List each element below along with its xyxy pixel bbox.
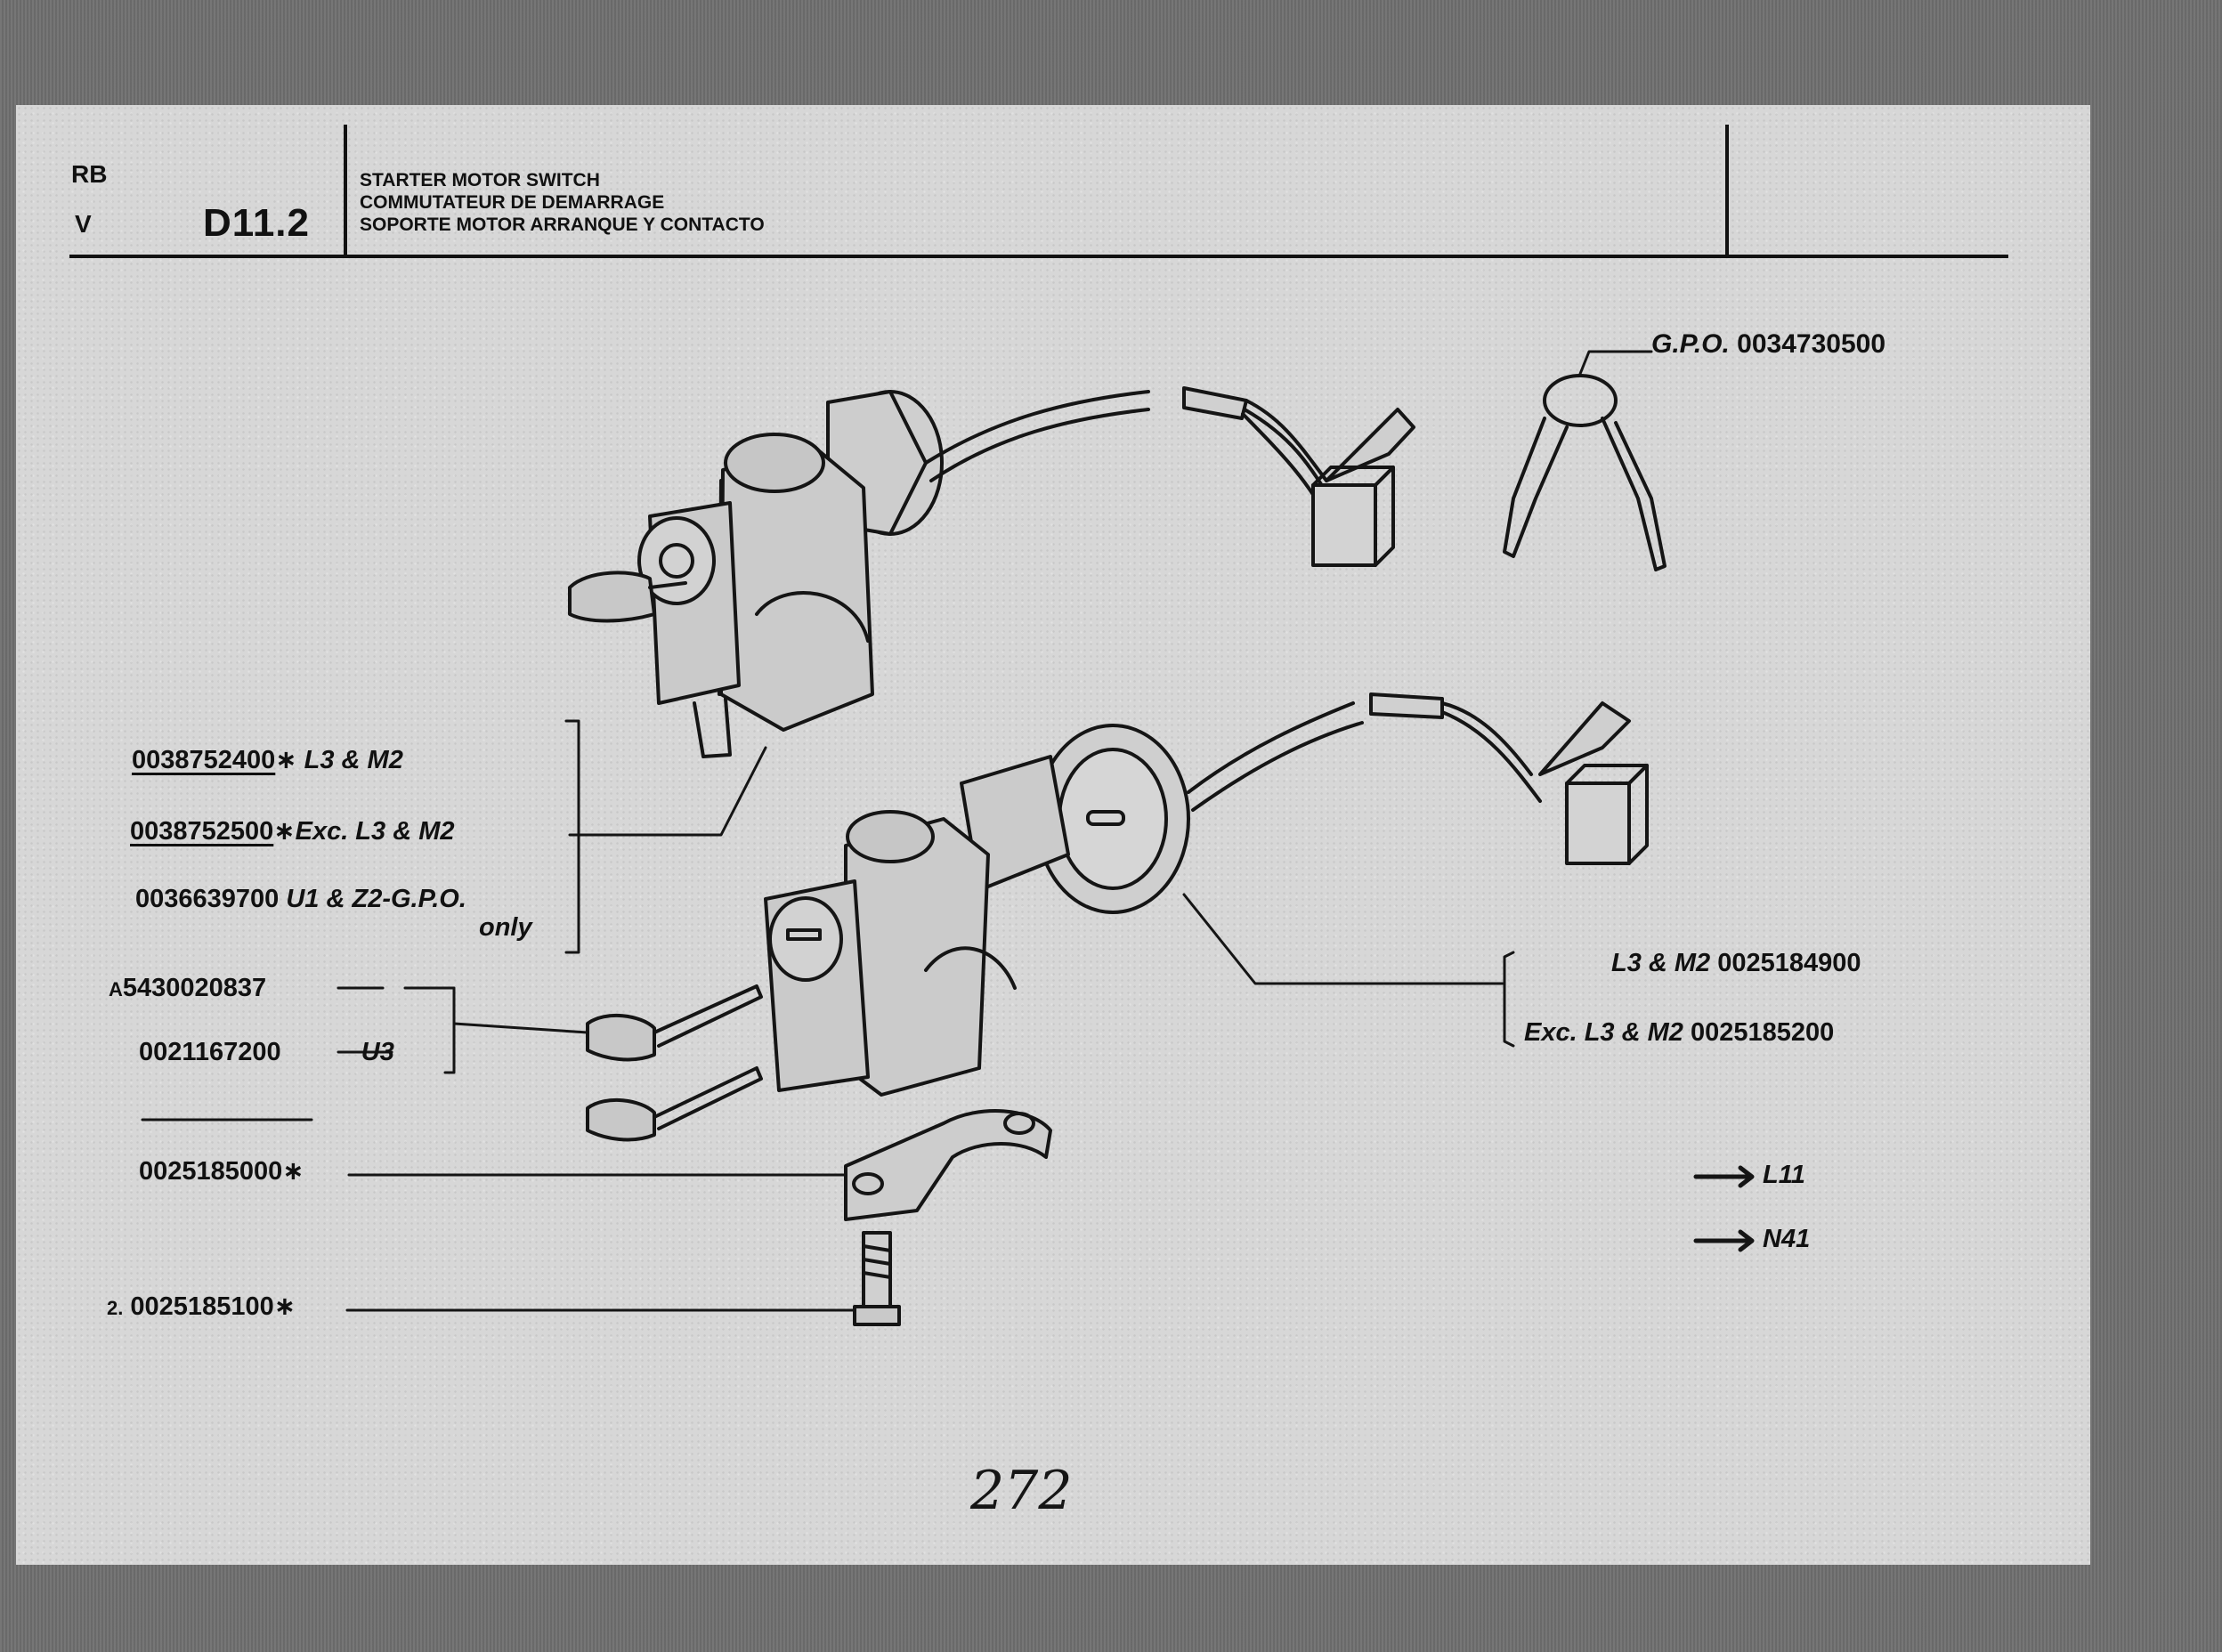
title-en: STARTER MOTOR SWITCH [360, 170, 600, 190]
header-v: V [75, 210, 92, 238]
row3-note: U1 & Z2-G.P.O. [286, 885, 466, 913]
title-es: SOPORTE MOTOR ARRANQUE Y CONTACTO [360, 215, 765, 235]
left-label-row2: 0038752500∗Exc. L3 & M2 [130, 815, 455, 846]
part-number-0038752500: 0038752500 [130, 817, 274, 846]
header-divider-right [1725, 125, 1729, 256]
title-fr: COMMUTATEUR DE DEMARRAGE [360, 192, 665, 213]
part-number-0025185000: 0025185000 [139, 1157, 283, 1186]
section-code: D11.2 [203, 201, 310, 245]
part-number-0038752400: 0038752400 [132, 746, 276, 774]
row5-note: U3 [361, 1038, 394, 1066]
upper-switch-assembly [637, 386, 1415, 758]
row4-prefix: A [109, 978, 123, 1000]
right-label-row2: Exc. L3 & M2 0025185200 [1524, 1018, 1834, 1048]
part-number-0021167200: 0021167200 [139, 1038, 281, 1066]
section-title: STARTER MOTOR SWITCH COMMUTATEUR DE DEMA… [360, 169, 765, 236]
right-label-row1: L3 & M2 0025184900 [1611, 949, 1861, 978]
left-label-row1: 0038752400∗ L3 & M2 [132, 744, 403, 775]
keyring-prefix: G.P.O. [1651, 329, 1730, 359]
ref-arrows [1693, 1165, 1755, 1252]
left-label-row3-only: only [479, 913, 532, 942]
row7-note: ∗ [273, 1292, 296, 1321]
right-row2-note: Exc. L3 & M2 [1524, 1018, 1683, 1047]
right-row1-note: L3 & M2 [1611, 949, 1711, 977]
row7-prefix: 2. [107, 1297, 124, 1319]
header-rule [69, 255, 2008, 258]
keyring-label: G.P.O. 0034730500 [1651, 329, 1885, 360]
ref-n41: N41 [1763, 1225, 1811, 1253]
upper-key [568, 571, 687, 623]
clamp-bracket [844, 1109, 1052, 1221]
ref-l11: L11 [1763, 1161, 1805, 1189]
loose-key-2 [586, 1066, 763, 1142]
part-number-0025185100: 0025185100 [130, 1292, 274, 1321]
keyring-part-number: 0034730500 [1737, 329, 1886, 359]
left-label-row6: 0025185000∗ [139, 1155, 304, 1186]
row2-note: ∗Exc. L3 & M2 [273, 817, 455, 846]
left-label-row7: 2. 0025185100∗ [107, 1291, 296, 1322]
loose-key-1 [586, 984, 763, 1062]
left-label-row3: 0036639700 U1 & Z2-G.P.O. [135, 885, 466, 914]
row1-note: ∗ L3 & M2 [275, 746, 403, 774]
key-ring-set [1503, 374, 1666, 571]
part-number-0025184900: 0025184900 [1717, 949, 1861, 977]
part-number-0036639700: 0036639700 [135, 885, 280, 913]
part-number-5430020837: 5430020837 [122, 974, 267, 1002]
bolt [853, 1231, 901, 1326]
row6-note: ∗ [282, 1157, 304, 1186]
page-number: 272 [970, 1460, 1073, 1522]
part-number-0025185200: 0025185200 [1690, 1018, 1835, 1047]
left-label-row5: 0021167200 U3 [139, 1038, 394, 1067]
left-label-row4: A5430020837 [109, 974, 266, 1003]
header-divider-left [344, 125, 347, 256]
lower-switch-assembly [764, 692, 1649, 1097]
leader-lines [141, 350, 1653, 1312]
parts-sheet [16, 105, 2090, 1565]
header-rb: RB [71, 160, 108, 188]
